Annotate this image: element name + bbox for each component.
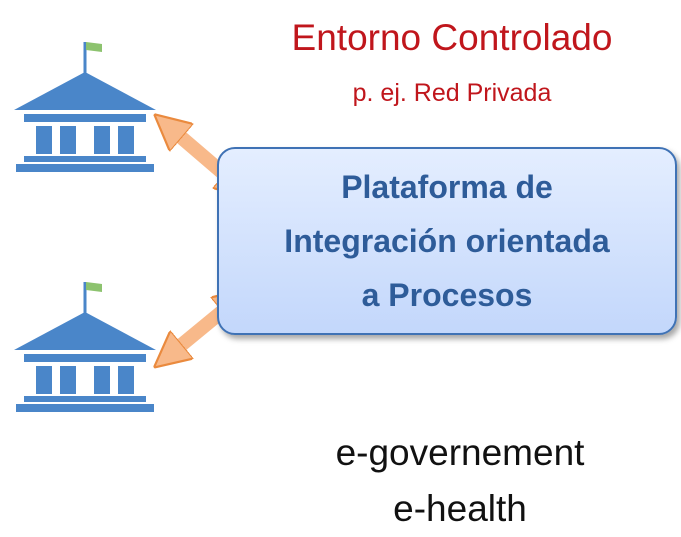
diagram-title: Entorno Controlado [291, 17, 613, 58]
government-building-icon [14, 42, 156, 172]
platform-label-line-1: Plataforma de [341, 169, 553, 205]
government-building-icon [14, 282, 156, 412]
domain-item: e-governement [335, 432, 585, 473]
platform-label-line-2: Integración orientada [284, 223, 610, 259]
platform-label-line-3: a Procesos [361, 277, 533, 313]
domain-item: e-health [393, 488, 527, 529]
domain-list: e-governement e-health [250, 425, 670, 537]
integration-platform-box: Plataforma de Integración orientada a Pr… [217, 147, 677, 335]
diagram-subtitle: p. ej. Red Privada [352, 79, 552, 107]
